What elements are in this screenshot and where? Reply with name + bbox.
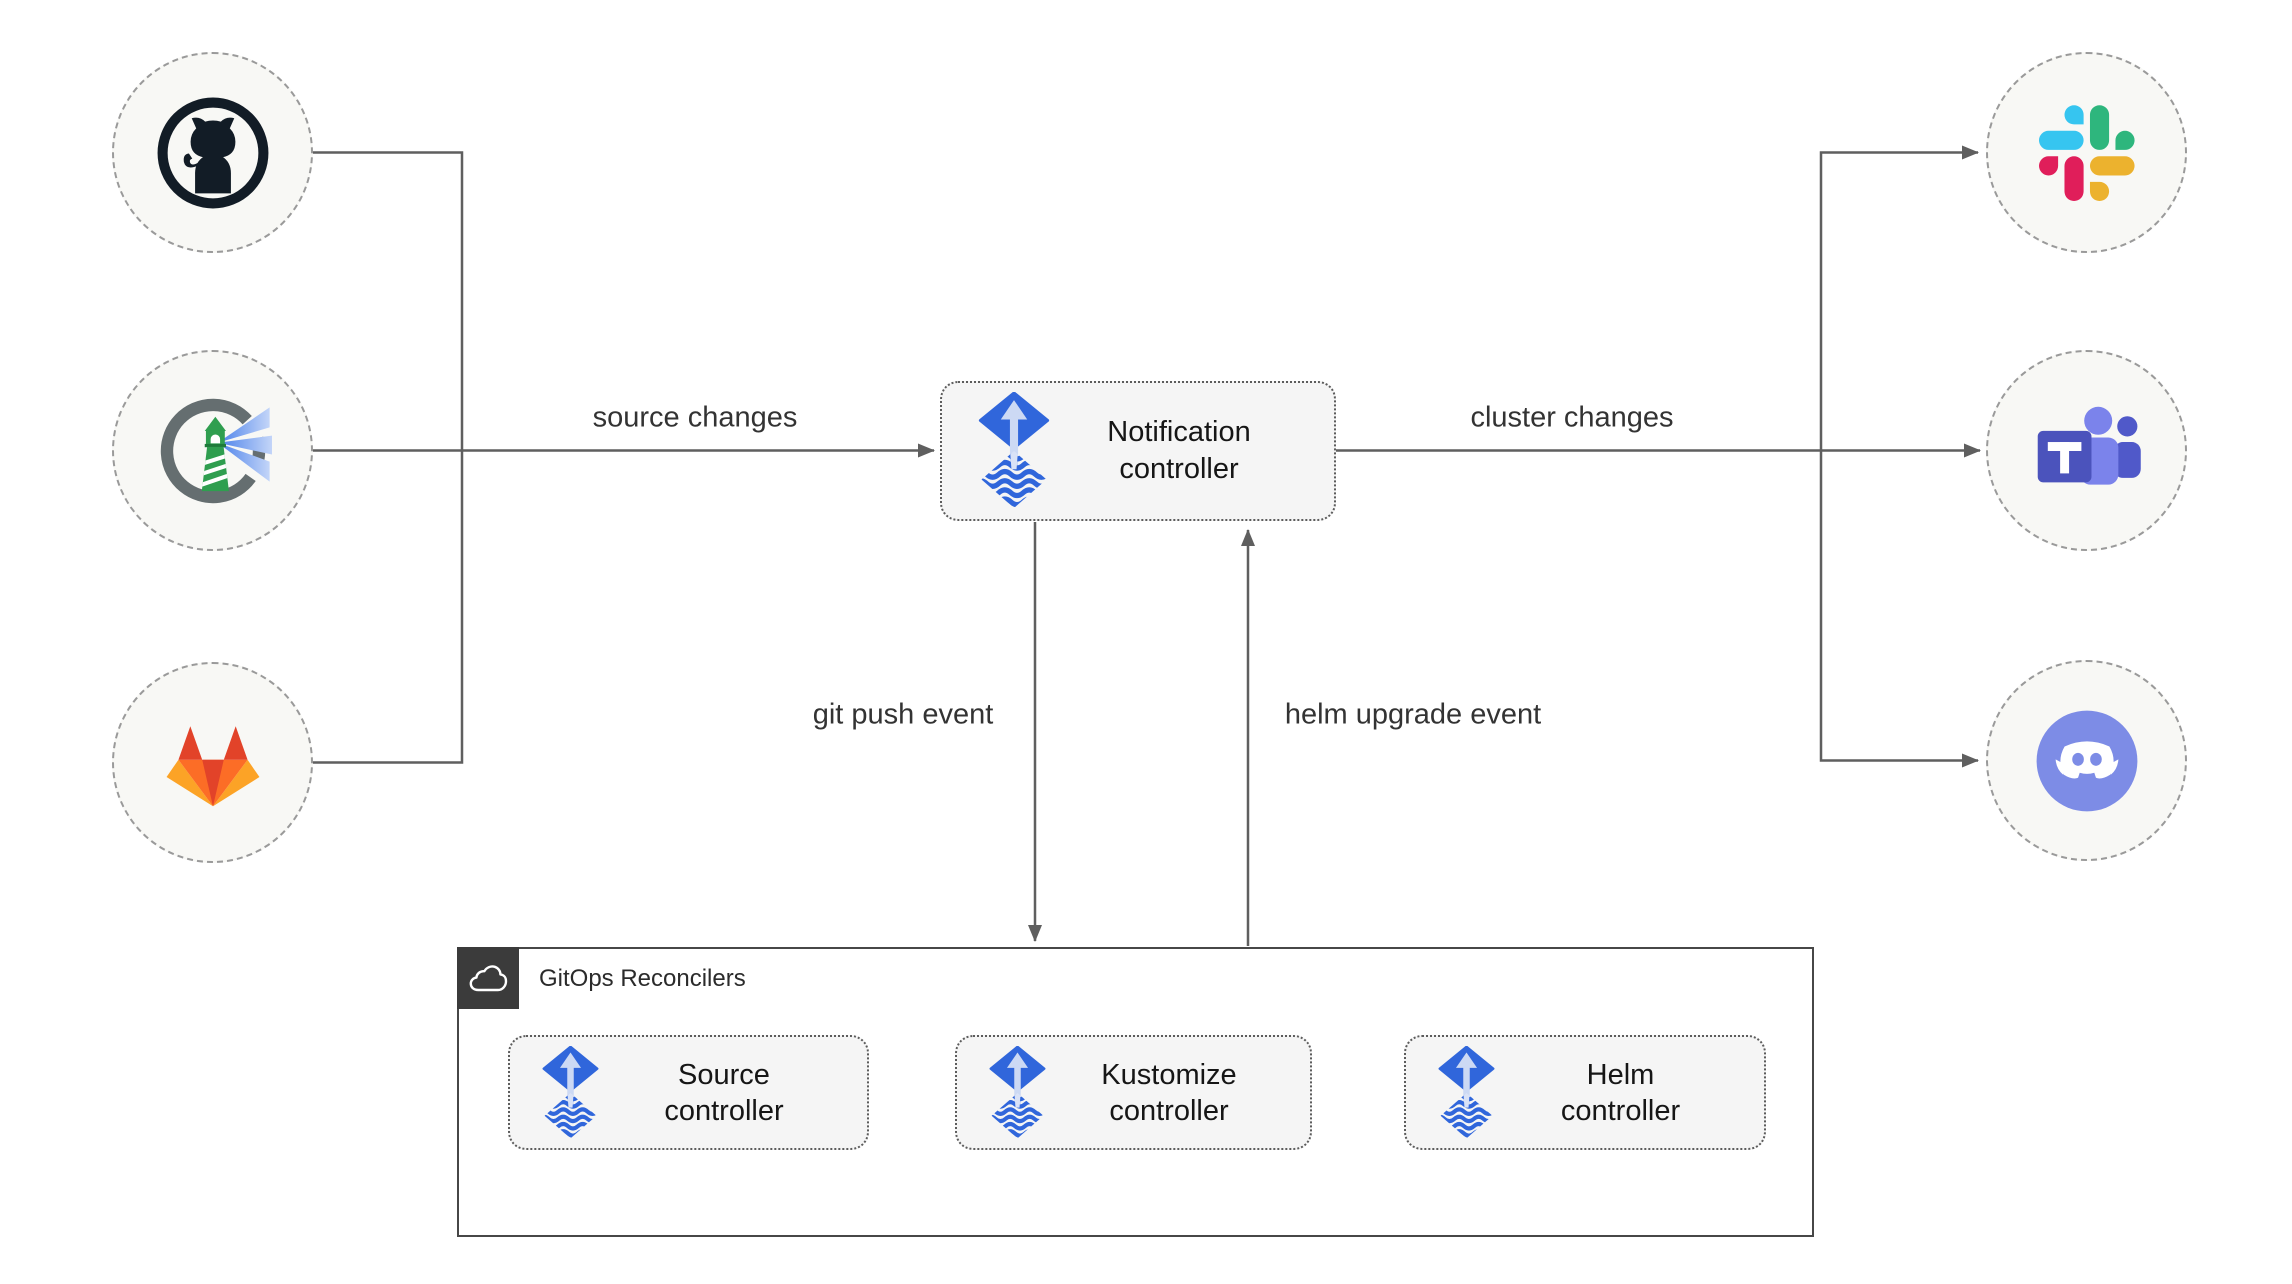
node-helm-controller: Helm controller (1404, 1035, 1766, 1150)
notification-label-line2: controller (1119, 453, 1239, 485)
slack-icon (2038, 104, 2135, 201)
source-label-line2: controller (664, 1094, 784, 1127)
helm-controller-label: Helm controller (1495, 1057, 1764, 1129)
edge-label-helm-upgrade-event: helm upgrade event (1284, 698, 1542, 731)
kustomize-label-line1: Kustomize (1101, 1058, 1237, 1091)
notification-label-line1: Notification (1107, 416, 1251, 448)
github-icon (157, 97, 268, 208)
kustomize-controller-label: Kustomize controller (1046, 1057, 1310, 1129)
edge-sources-merge (312, 151, 464, 764)
source-label-line1: Source (678, 1058, 770, 1091)
edge-cluster-changes-discord (1819, 450, 1979, 768)
node-harbor (112, 350, 313, 551)
gitops-reconcilers-group: GitOps Reconcilers Source controller Kus… (457, 947, 1814, 1237)
discord-icon (2036, 710, 2137, 811)
node-github (112, 52, 313, 253)
gitlab-icon (166, 725, 259, 806)
node-gitlab (112, 662, 313, 863)
node-kustomize-controller: Kustomize controller (955, 1035, 1312, 1150)
helm-label-line1: Helm (1586, 1058, 1655, 1091)
notification-controller-label: Notification controller (1050, 414, 1334, 488)
edge-cluster-changes-slack (1819, 145, 1979, 451)
node-discord (1986, 660, 2187, 861)
flux-icon (942, 392, 1050, 510)
gitops-group-title: GitOps Reconcilers (539, 965, 746, 992)
cloud-icon (457, 947, 519, 1009)
node-notification-controller: Notification controller (940, 381, 1336, 521)
edge-label-source-changes: source changes (592, 401, 798, 434)
source-controller-label: Source controller (599, 1057, 867, 1129)
node-slack (1986, 52, 2187, 253)
flux-icon (510, 1046, 599, 1140)
flux-icon (957, 1046, 1046, 1140)
edge-label-cluster-changes: cluster changes (1470, 401, 1674, 434)
flux-icon (1406, 1046, 1495, 1140)
harbor-icon (160, 398, 272, 503)
node-source-controller: Source controller (508, 1035, 869, 1150)
teams-icon (2037, 406, 2141, 485)
edge-label-git-push-event: git push event (812, 698, 994, 731)
helm-label-line2: controller (1560, 1094, 1681, 1127)
kustomize-label-line2: controller (1109, 1094, 1229, 1127)
node-teams (1986, 350, 2187, 551)
